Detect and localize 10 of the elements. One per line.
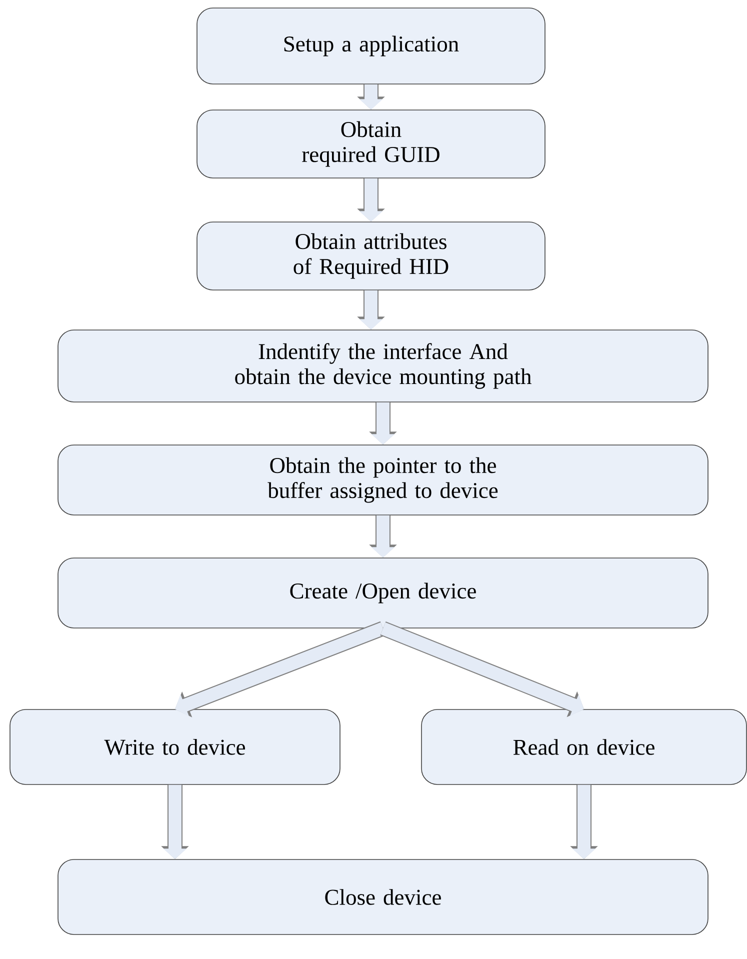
process-box: Write to device	[10, 709, 340, 785]
process-box: Create /Open device	[58, 558, 708, 628]
process-box: Obtain the pointer to the buffer assigned to device	[58, 444, 708, 516]
process-box: Obtain required GUID	[196, 110, 546, 178]
process-box: Read on device	[421, 709, 747, 785]
process-box: Indentify the interface And obtain the device mounting path	[58, 330, 708, 402]
process-box: Setup a application	[196, 8, 546, 84]
block-arrow	[175, 621, 386, 718]
process-box: Obtain attributes of Required HID	[196, 222, 546, 290]
process-box: Close device	[58, 859, 708, 935]
